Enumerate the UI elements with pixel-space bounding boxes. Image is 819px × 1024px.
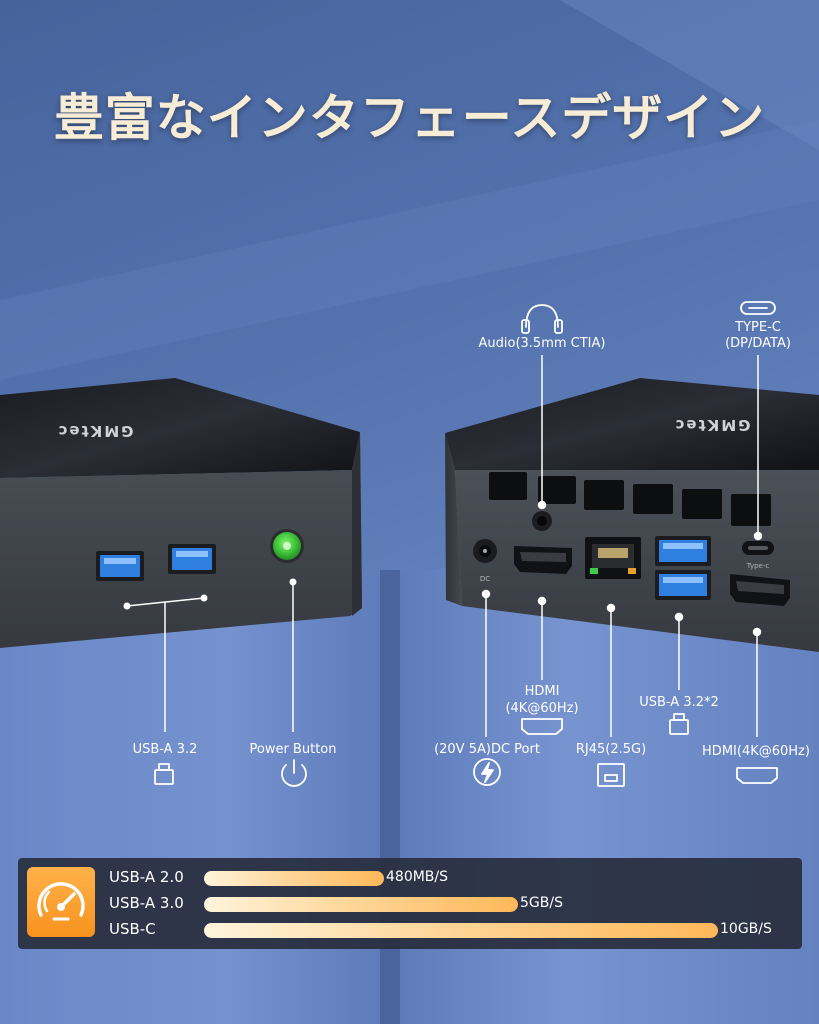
speed-label-1: USB-A 3.0 [109,894,184,912]
usb-a-icon [154,763,174,785]
speedometer-icon [27,867,95,937]
speed-label-2: USB-C [109,920,156,938]
hdmi-icon [521,718,563,735]
left-mini-pc: GMKtec [0,378,362,732]
vents [489,472,771,526]
right-logo: GMKtec [673,416,750,434]
label-usb-a-32: USB-A 3.2 [132,742,198,757]
svg-text:DC: DC [480,575,490,583]
ethernet-icon [597,763,625,787]
lightning-icon [473,758,501,786]
right-mini-pc: GMKtec [445,378,819,652]
label-usb-a-32x2: USB-A 3.2*2 [639,695,719,710]
label-audio: Audio(3.5mm CTIA) [478,336,606,351]
svg-text:Type-c: Type-c [746,562,770,570]
label-power-button: Power Button [249,742,337,757]
speed-bar-2 [204,923,718,938]
label-rj45: RJ45(2.5G) [575,742,647,757]
speed-bar-1 [204,897,518,912]
speed-panel: USB-A 2.0 480MB/S USB-A 3.0 5GB/S USB-C 10GB/… [18,858,802,949]
usb-a-port-2 [168,544,216,574]
speed-value-1: 5GB/S [520,895,563,911]
label-hdmi-mid-1: HDMI [524,684,560,699]
label-hdmi-mid-2: (4K@60Hz) [505,701,579,716]
label-hdmi-right: HDMI(4K@60Hz) [702,744,810,759]
label-dc-port: (20V 5A)DC Port [434,742,540,757]
typec-icon [740,301,776,315]
svg-text:GMKtec: GMKtec [56,422,133,440]
usb-a-icon-2 [669,713,689,735]
headphones-icon [521,304,563,334]
usb-a-port-stack [655,536,711,600]
power-icon [281,759,307,787]
svg-text:GMKtec: GMKtec [673,416,750,434]
left-logo: GMKtec [56,422,133,440]
speed-value-2: 10GB/S [720,921,772,937]
page-title: 豊富なインタフェースデザイン [53,89,766,147]
speed-value-0: 480MB/S [386,869,449,885]
speed-bar-0 [204,871,384,886]
label-typec-2: (DP/DATA) [725,336,791,351]
label-typec-1: TYPE-C [735,320,781,335]
usb-a-port-1 [96,551,144,581]
speed-label-0: USB-A 2.0 [109,868,184,886]
hdmi-icon-2 [736,767,778,784]
